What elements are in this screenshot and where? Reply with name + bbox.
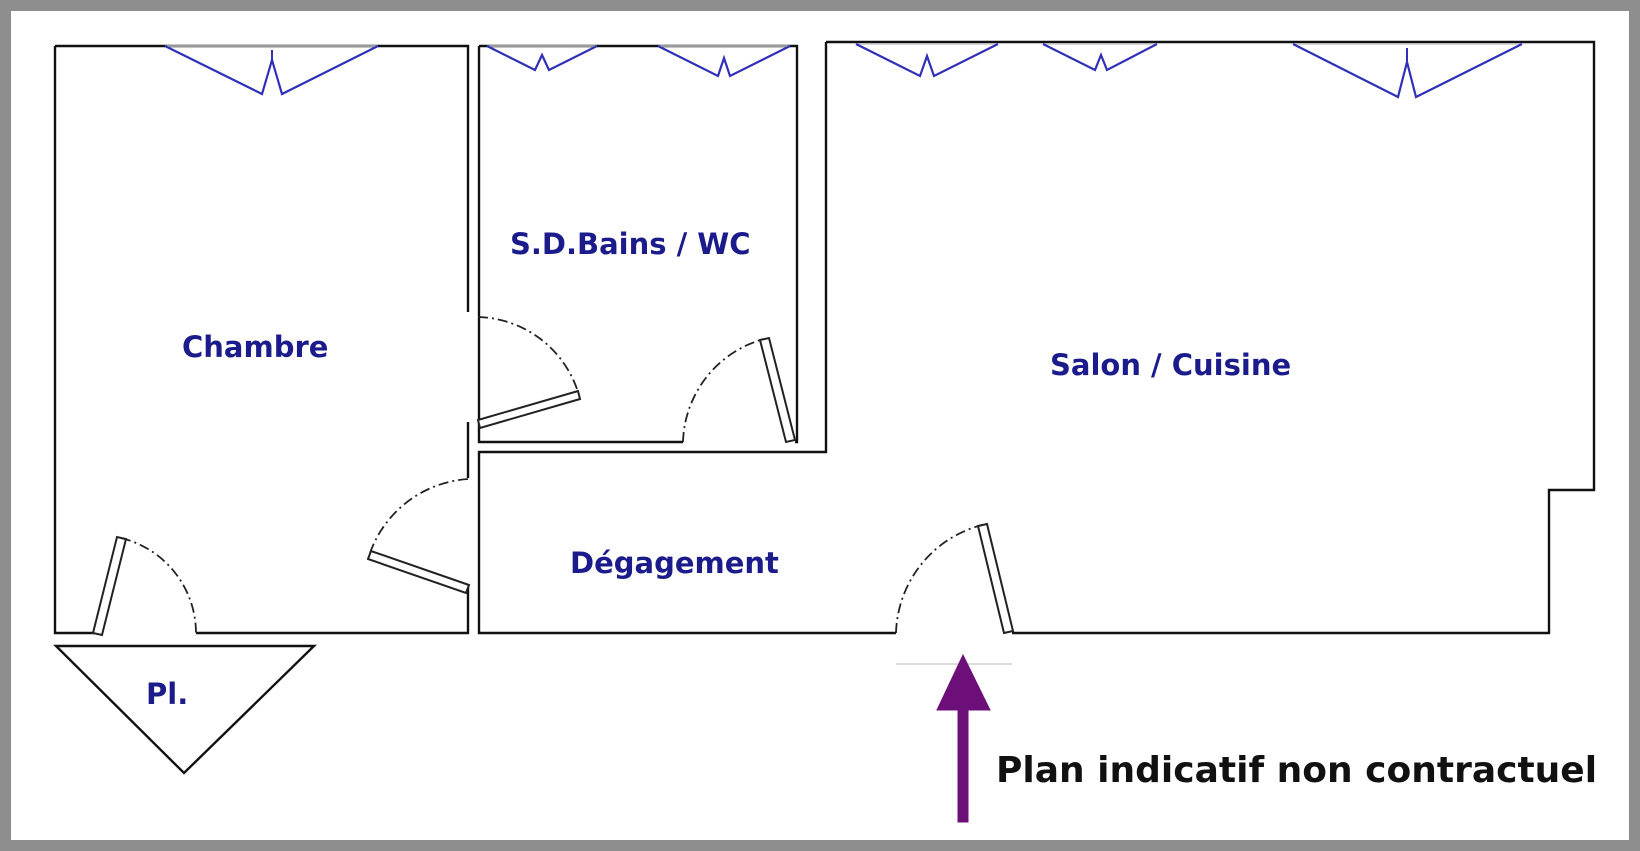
door-chambre-sdb	[476, 316, 582, 430]
room-labels: Chambre S.D.Bains / WC Salon / Cuisine D…	[146, 227, 1291, 711]
windows	[164, 43, 1523, 99]
window-sdb-1	[486, 45, 598, 72]
floor-plan-paper	[11, 11, 1629, 840]
wall-salon	[477, 40, 1596, 635]
placard-closet	[53, 644, 317, 775]
label-degagement: Dégagement	[570, 546, 779, 580]
doors	[91, 316, 1015, 637]
door-chambre-degagement	[366, 478, 471, 595]
door-gaps	[96, 312, 1012, 665]
arrow-shaft	[957, 707, 969, 823]
window-salon-3	[1292, 43, 1523, 99]
window-sdb-2	[657, 45, 791, 78]
door-entrance	[895, 522, 1015, 635]
label-salon: Salon / Cuisine	[1050, 348, 1291, 382]
label-placard: Pl.	[146, 677, 188, 711]
door-chambre-placard	[91, 535, 197, 637]
window-salon-2	[1042, 43, 1158, 72]
entrance-arrow	[936, 653, 991, 823]
disclaimer-note: Plan indicatif non contractuel	[996, 750, 1597, 791]
label-chambre: Chambre	[182, 330, 328, 364]
window-salon-1	[855, 43, 999, 78]
window-chambre	[164, 45, 379, 96]
door-sdb-degagement	[682, 336, 797, 444]
label-sdb: S.D.Bains / WC	[510, 227, 751, 261]
